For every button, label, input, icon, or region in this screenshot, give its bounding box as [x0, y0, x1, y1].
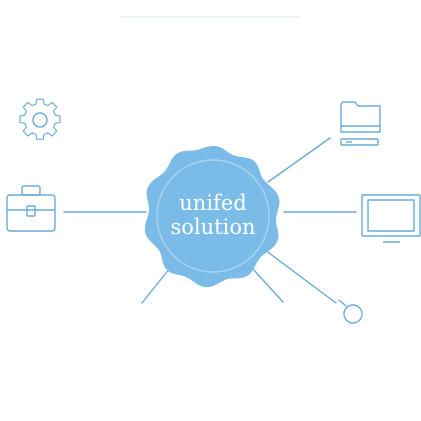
briefcase-handle [21, 185, 41, 196]
connector-top-right [267, 137, 331, 183]
magnifier-handle [338, 299, 347, 307]
briefcase-lock [26, 205, 36, 217]
connector-lines [63, 137, 357, 304]
hub: unifed solution [144, 146, 280, 288]
hub-inner-ring [156, 159, 270, 273]
gear-icon-outline [19, 98, 61, 140]
laptop-icon [340, 101, 381, 146]
hub-label-line1: unifed [179, 191, 246, 215]
connector-bottom-right [264, 249, 337, 304]
connector-lower-left [141, 267, 171, 304]
magnifier-lens [343, 304, 363, 324]
connector-lower-middle [251, 267, 284, 303]
laptop-base [340, 138, 379, 146]
magnifier-icon [338, 299, 363, 324]
briefcase-body [6, 194, 56, 232]
monitor-icon [361, 194, 421, 243]
monitor-screen [367, 199, 415, 232]
briefcase-icon [6, 185, 56, 232]
gear-icon-hub [32, 112, 48, 128]
gear-icon [19, 98, 61, 140]
hub-badge [144, 146, 280, 288]
hub-label-line2: solution [171, 215, 256, 239]
laptop-screen [340, 101, 381, 133]
monitor-frame [361, 194, 421, 237]
